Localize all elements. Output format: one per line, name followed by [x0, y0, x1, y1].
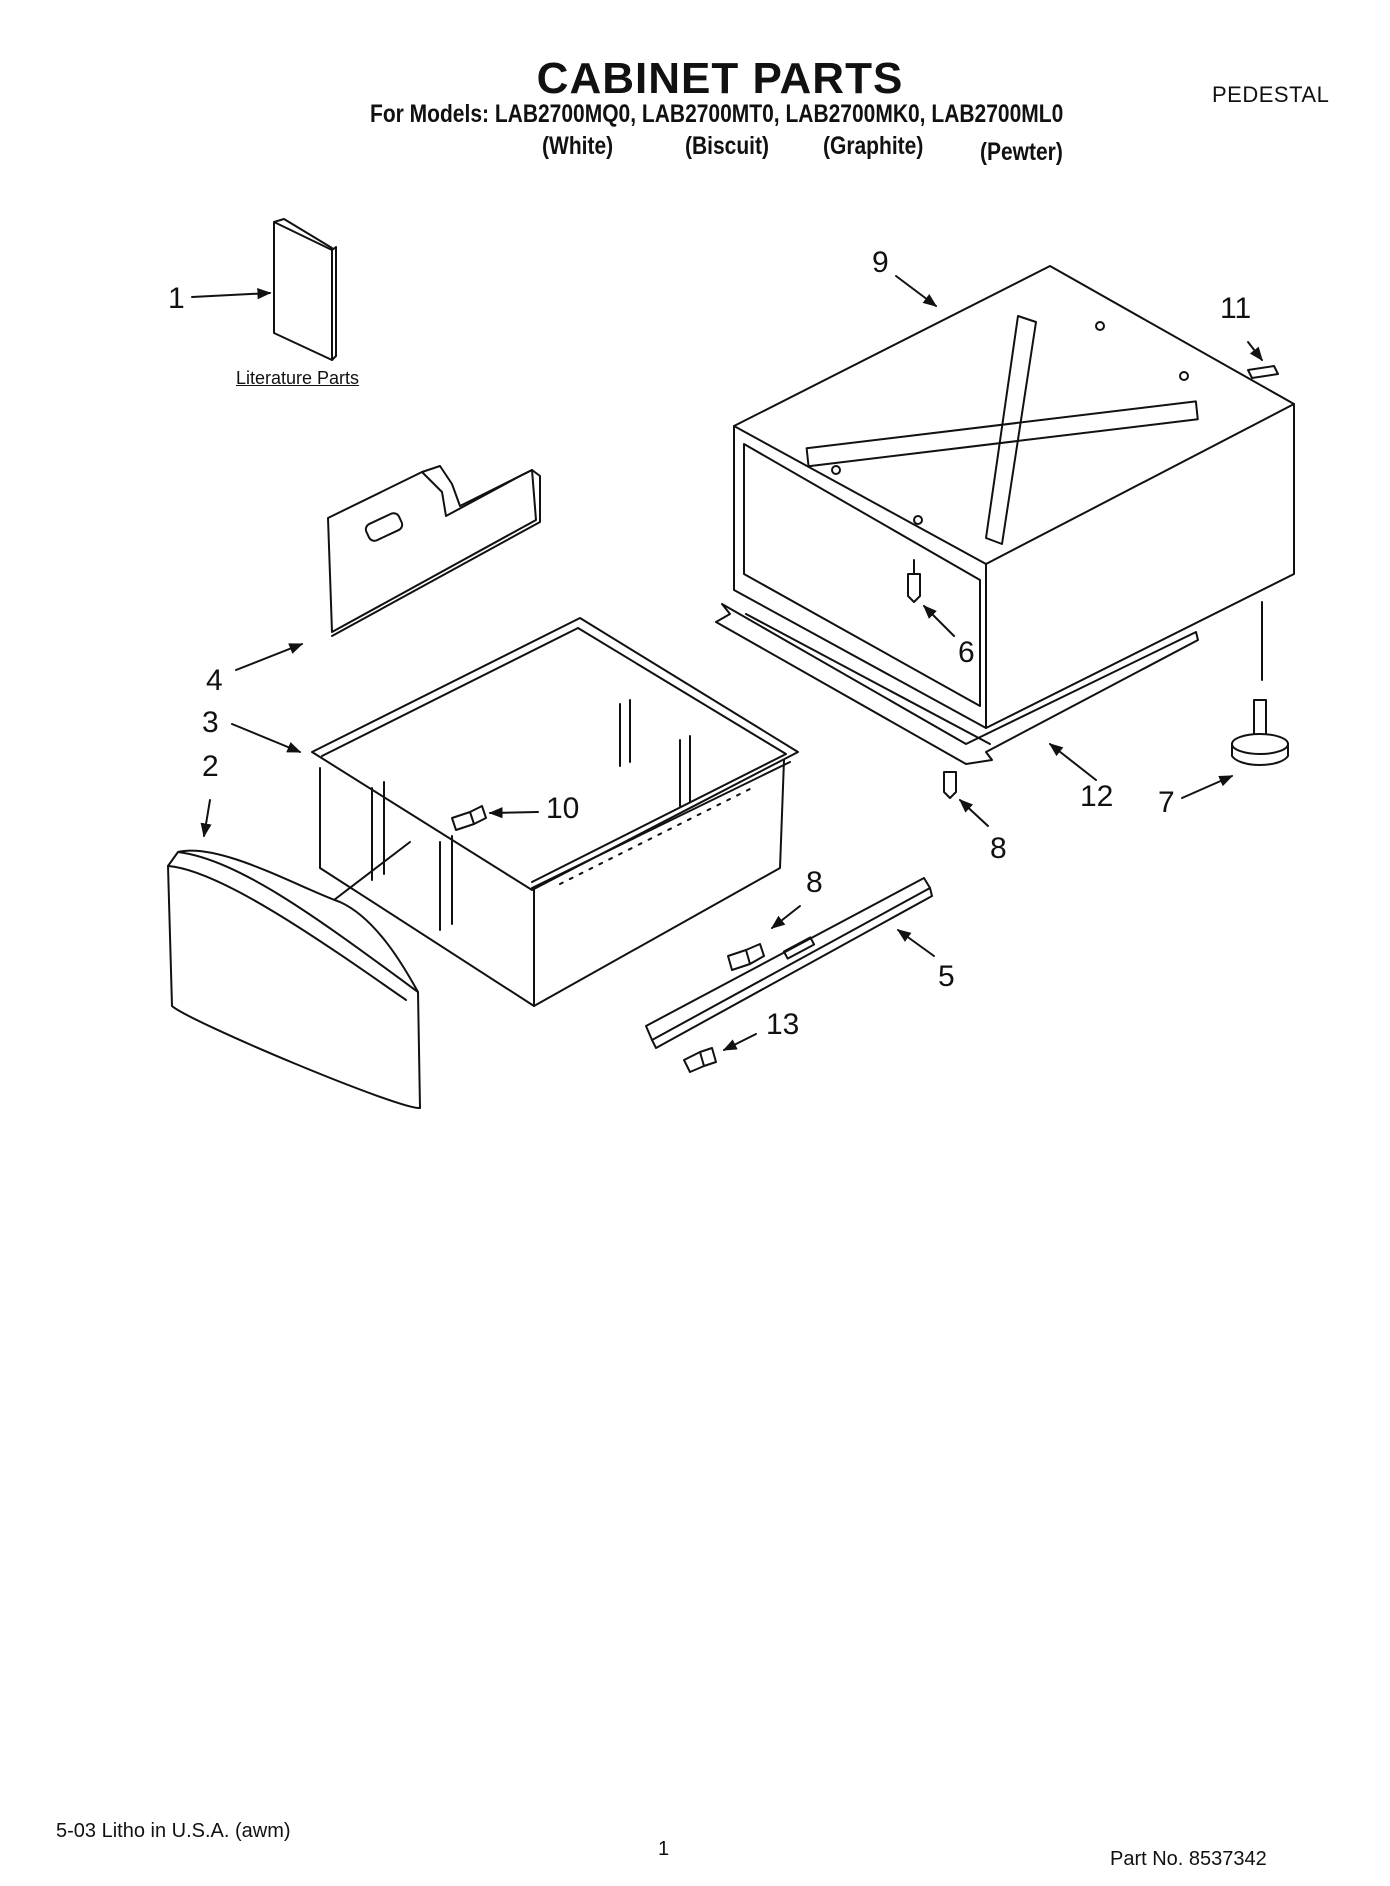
leader-line-6 [923, 605, 955, 637]
leader-line-9 [895, 275, 938, 307]
callout-7: 7 [1158, 786, 1175, 819]
leader-line-3 [231, 723, 302, 753]
base-plate-part [715, 603, 1199, 765]
screw-8a-part [943, 771, 957, 799]
callout-8b: 8 [806, 866, 823, 899]
page-number: 1 [658, 1838, 670, 1860]
screw-6-part [907, 559, 921, 603]
page-title: CABINET PARTS [536, 54, 904, 103]
color-graphite: (Graphite) [823, 132, 924, 160]
callout-4: 4 [206, 664, 223, 697]
slide-rail-part [645, 877, 933, 1049]
leader-line-10 [488, 807, 539, 819]
pedestal-cabinet-part [733, 265, 1295, 729]
leader-line-11 [1247, 341, 1263, 362]
callout-9: 9 [872, 246, 889, 279]
callout-1: 1 [168, 282, 185, 315]
leveling-leg-part [1231, 601, 1289, 766]
model-biscuit: LAB2700MT0, [641, 100, 780, 128]
color-white: (White) [542, 132, 614, 160]
leader-line-2 [200, 799, 212, 838]
part-number: Part No. 8537342 [1110, 1848, 1267, 1870]
leader-line-13 [722, 1033, 757, 1051]
callout-3: 3 [202, 706, 219, 739]
models-line: For Models: LAB2700MQ0, LAB2700MT0, LAB2… [370, 100, 1063, 129]
leader-line-5 [896, 929, 935, 957]
leader-line-8a [958, 799, 989, 827]
literature-booklet-part [273, 218, 337, 361]
leader-line-4 [235, 643, 304, 671]
models-prefix: For Models: [370, 100, 490, 128]
callout-13: 13 [766, 1008, 800, 1041]
callout-5: 5 [938, 960, 955, 993]
callout-10: 10 [546, 792, 580, 825]
callout-12: 12 [1080, 780, 1114, 813]
leader-line-7 [1181, 775, 1234, 799]
callout-2: 2 [202, 750, 219, 783]
screw-13-part [683, 1047, 717, 1073]
color-pewter: (Pewter) [980, 138, 1063, 166]
pad-11-part [1247, 365, 1279, 379]
literature-parts-label: Literature Parts [236, 368, 360, 388]
screw-10-part [451, 805, 487, 831]
leader-line-12 [1048, 743, 1097, 781]
section-label: PEDESTAL [1212, 82, 1330, 107]
color-biscuit: (Biscuit) [685, 132, 769, 160]
divider-panel-part [327, 465, 541, 637]
callout-11: 11 [1220, 292, 1252, 325]
model-graphite: LAB2700MK0, [785, 100, 926, 128]
screw-8b-part [727, 943, 765, 971]
callout-8a: 8 [990, 832, 1007, 865]
print-info: 5-03 Litho in U.S.A. (awm) [56, 1820, 291, 1842]
drawer-front-part [167, 849, 421, 1110]
model-pewter: LAB2700ML0 [931, 100, 1064, 128]
leader-line-8b [770, 905, 801, 929]
drawer-basket-part [311, 617, 799, 1007]
callout-6: 6 [958, 636, 975, 669]
leader-line-1 [191, 288, 272, 300]
model-white: LAB2700MQ0, [494, 100, 637, 128]
